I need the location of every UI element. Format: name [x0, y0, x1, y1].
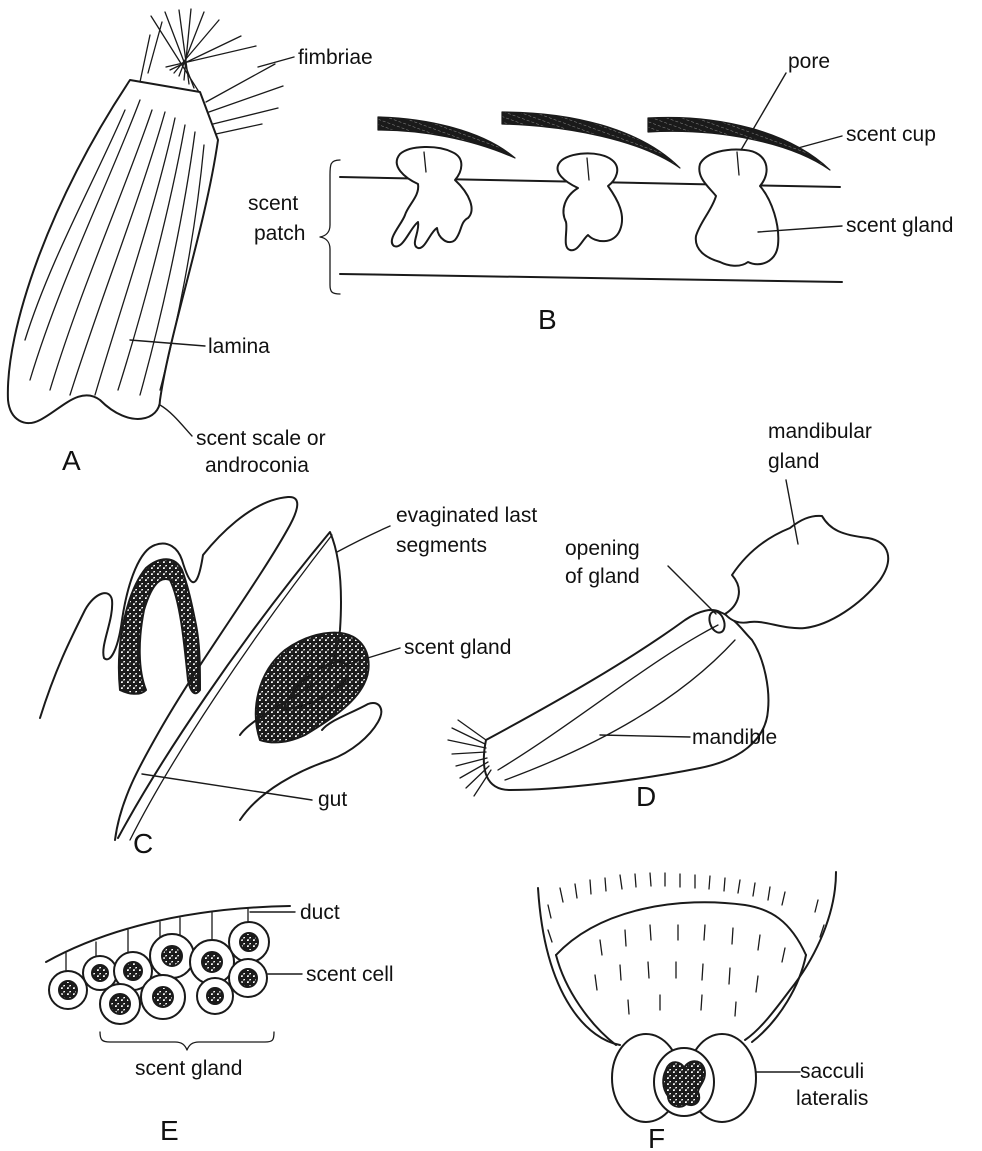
scale-lamina-striations — [25, 100, 204, 395]
label-mandibular: mandibular — [768, 420, 872, 443]
mandible-leader-line — [600, 735, 690, 737]
label-scent-patch-1: scent — [248, 192, 298, 215]
scent-gland-structure-3 — [648, 117, 830, 265]
f-tergite-arc — [556, 902, 806, 955]
label-lateralis: lateralis — [796, 1087, 868, 1110]
e-scent-gland-brace — [100, 1032, 274, 1050]
panel-letter-a: A — [62, 445, 81, 476]
scent-patch-bracket — [320, 160, 340, 294]
scent-cup-leader-line — [798, 136, 842, 148]
scent-gland-structure-1 — [378, 117, 515, 248]
panel-a-scent-scale: fimbriae lamina scent scale or androconi… — [8, 9, 373, 477]
evaginated-leader-line — [337, 526, 390, 552]
panel-f-sacculi-lateralis: sacculi lateralis F — [538, 872, 868, 1151]
opening-leader-line — [668, 566, 716, 614]
patch-base-line — [340, 274, 842, 282]
label-e-scent-gland: scent gland — [135, 1057, 242, 1080]
label-mandibular-gland: gland — [768, 450, 819, 473]
label-scent-patch-2: patch — [254, 222, 305, 245]
fimbriae-leader-line — [258, 57, 294, 67]
c-outer-body-outline — [40, 497, 297, 840]
panel-letter-b: B — [538, 304, 557, 335]
label-opening: opening — [565, 537, 640, 560]
label-mandible: mandible — [692, 726, 777, 749]
label-scent-cell: scent cell — [306, 963, 394, 986]
panel-e-scent-cells: duct scent cell scent gland E — [46, 901, 394, 1146]
label-sacculi: sacculi — [800, 1060, 864, 1083]
panel-letter-e: E — [160, 1115, 179, 1146]
c-right-scent-gland-epithelium — [256, 633, 369, 743]
mandible-inner-line — [498, 625, 718, 770]
mandibular-gland-sac — [725, 516, 888, 628]
label-lamina: lamina — [208, 335, 270, 358]
panel-d-mandibular-gland: mandibular gland opening of gland mandib… — [448, 420, 888, 812]
label-scent-scale: scent scale or — [196, 427, 326, 450]
panel-letter-d: D — [636, 781, 656, 812]
label-scent-cup: scent cup — [846, 123, 936, 146]
lamina-leader-line — [130, 340, 205, 346]
sacculi-stippled-core — [663, 1061, 705, 1107]
scent-scale-leader-line — [160, 405, 192, 436]
label-evaginated-1: evaginated last — [396, 504, 537, 527]
f-setae — [548, 873, 824, 1016]
f-abdomen-outline — [538, 872, 836, 1045]
scale-fimbriae-drawing — [140, 9, 283, 134]
gut-leader-line — [142, 774, 312, 800]
label-b-scent-gland: scent gland — [846, 214, 953, 237]
label-gut: gut — [318, 788, 347, 811]
panel-letter-f: F — [648, 1123, 665, 1151]
mandible-bristles — [448, 720, 491, 796]
label-evaginated-2: segments — [396, 534, 487, 557]
scale-outline — [8, 80, 218, 423]
label-duct: duct — [300, 901, 340, 924]
panel-c-evaginated-segments: evaginated last segments scent gland gut… — [40, 497, 537, 859]
panel-letter-c: C — [133, 828, 153, 859]
label-pore: pore — [788, 50, 830, 73]
panel-b-scent-patch: pore scent cup scent gland scent patch B — [248, 50, 953, 335]
label-androconia: androconia — [205, 454, 309, 477]
label-of-gland: of gland — [565, 565, 640, 588]
label-c-scent-gland: scent gland — [404, 636, 511, 659]
scent-cells-cluster — [49, 922, 269, 1024]
label-fimbriae: fimbriae — [298, 46, 373, 69]
mandible-outline — [484, 610, 769, 790]
